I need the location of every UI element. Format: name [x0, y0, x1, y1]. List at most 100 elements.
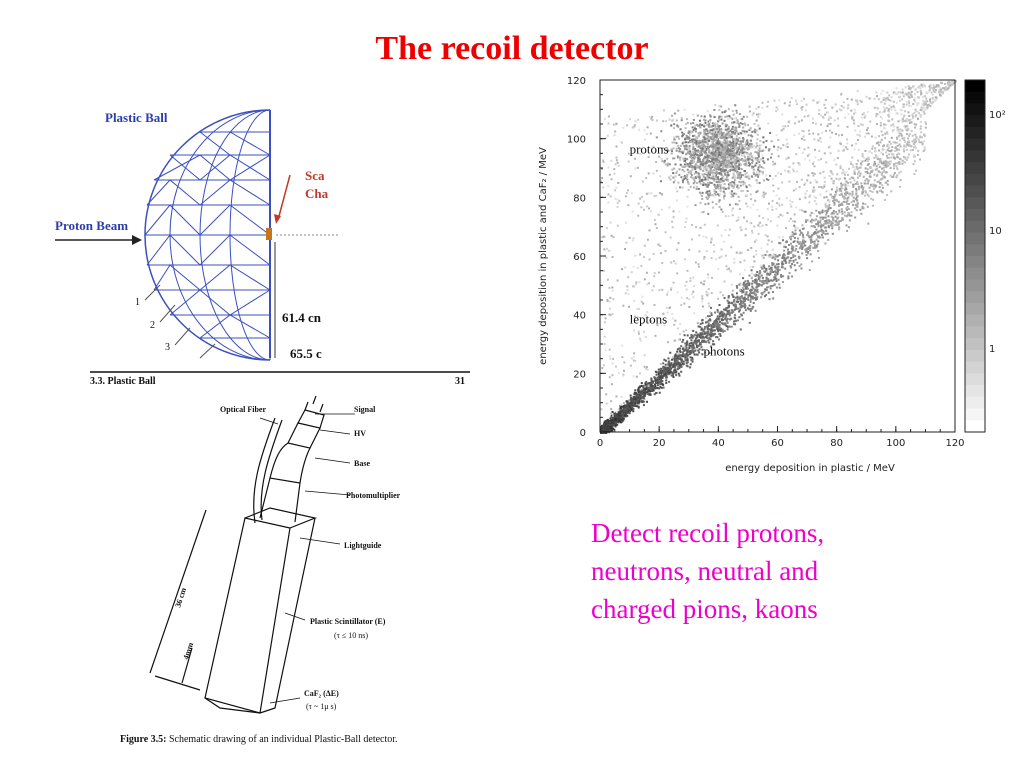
density-point: [901, 129, 904, 132]
density-point: [678, 374, 681, 377]
density-point: [719, 314, 722, 317]
density-point: [918, 139, 921, 142]
density-point: [813, 219, 816, 222]
density-point: [791, 262, 794, 265]
density-point: [742, 144, 745, 147]
density-point: [749, 127, 752, 130]
density-point: [864, 159, 867, 162]
density-point: [605, 420, 608, 423]
density-point: [782, 281, 785, 284]
density-point: [690, 174, 693, 177]
density-point: [720, 118, 723, 121]
density-point: [750, 175, 753, 178]
density-point: [762, 179, 765, 182]
density-point: [821, 187, 824, 190]
density-point: [731, 185, 734, 188]
density-point: [669, 351, 672, 354]
density-point: [727, 155, 730, 158]
density-point: [684, 342, 687, 345]
density-point: [713, 321, 716, 324]
density-point: [856, 199, 859, 202]
density-point: [778, 204, 781, 207]
density-point: [743, 303, 746, 306]
density-point: [728, 115, 731, 118]
density-point: [881, 167, 884, 170]
density-point: [950, 80, 953, 83]
density-point: [903, 144, 906, 147]
density-point: [607, 429, 610, 432]
density-point: [707, 130, 710, 133]
density-point: [685, 162, 688, 165]
density-point: [906, 156, 909, 159]
density-point: [707, 177, 710, 180]
density-point: [845, 182, 848, 185]
density-point: [760, 274, 763, 277]
density-point: [724, 228, 727, 231]
density-point: [693, 353, 696, 356]
density-point: [837, 200, 840, 203]
density-point: [787, 256, 790, 259]
density-point: [847, 203, 850, 206]
density-point: [679, 351, 682, 353]
density-point: [710, 238, 713, 241]
density-point: [791, 246, 794, 249]
density-point: [626, 403, 629, 406]
density-point: [717, 140, 720, 143]
density-point: [764, 146, 767, 149]
density-point: [917, 138, 920, 141]
density-point: [717, 311, 720, 314]
density-point: [732, 300, 735, 303]
density-point: [801, 245, 804, 248]
density-point: [766, 235, 769, 238]
density-point: [748, 153, 751, 156]
density-point: [627, 410, 630, 413]
density-point: [824, 216, 827, 219]
density-point: [649, 389, 652, 392]
density-point: [920, 136, 923, 139]
density-point: [871, 204, 874, 207]
density-point: [715, 180, 718, 183]
density-point: [761, 267, 764, 270]
density-point: [840, 187, 843, 190]
density-point: [818, 236, 821, 239]
density-point: [885, 181, 888, 184]
density-point: [723, 165, 726, 168]
density-point: [691, 143, 694, 146]
density-point: [831, 218, 834, 221]
density-point: [716, 138, 719, 141]
density-point: [740, 305, 743, 308]
density-point: [709, 319, 712, 322]
density-point: [792, 189, 795, 192]
density-point: [681, 348, 684, 351]
density-point: [763, 266, 766, 269]
density-point: [671, 220, 674, 223]
density-point: [634, 397, 637, 400]
density-point: [743, 305, 746, 308]
density-point: [878, 144, 881, 147]
density-point: [890, 190, 893, 193]
density-point: [733, 181, 736, 184]
density-point: [835, 110, 838, 113]
density-point: [757, 158, 760, 161]
density-point: [711, 150, 714, 153]
density-point: [685, 145, 688, 148]
density-point: [698, 335, 701, 338]
density-point: [645, 271, 648, 274]
density-point: [749, 265, 752, 268]
density-point: [886, 156, 889, 159]
density-point: [713, 108, 716, 111]
density-point: [640, 394, 643, 397]
density-point: [913, 138, 916, 141]
density-point: [699, 201, 702, 204]
density-point: [914, 155, 917, 158]
density-point: [710, 327, 713, 330]
density-point: [675, 170, 678, 173]
density-point: [611, 411, 614, 414]
density-point: [801, 105, 804, 108]
density-point: [704, 316, 707, 319]
density-point: [872, 164, 875, 167]
density-point: [806, 179, 809, 182]
density-point: [639, 393, 642, 396]
density-point: [710, 325, 713, 328]
density-point: [801, 247, 804, 250]
